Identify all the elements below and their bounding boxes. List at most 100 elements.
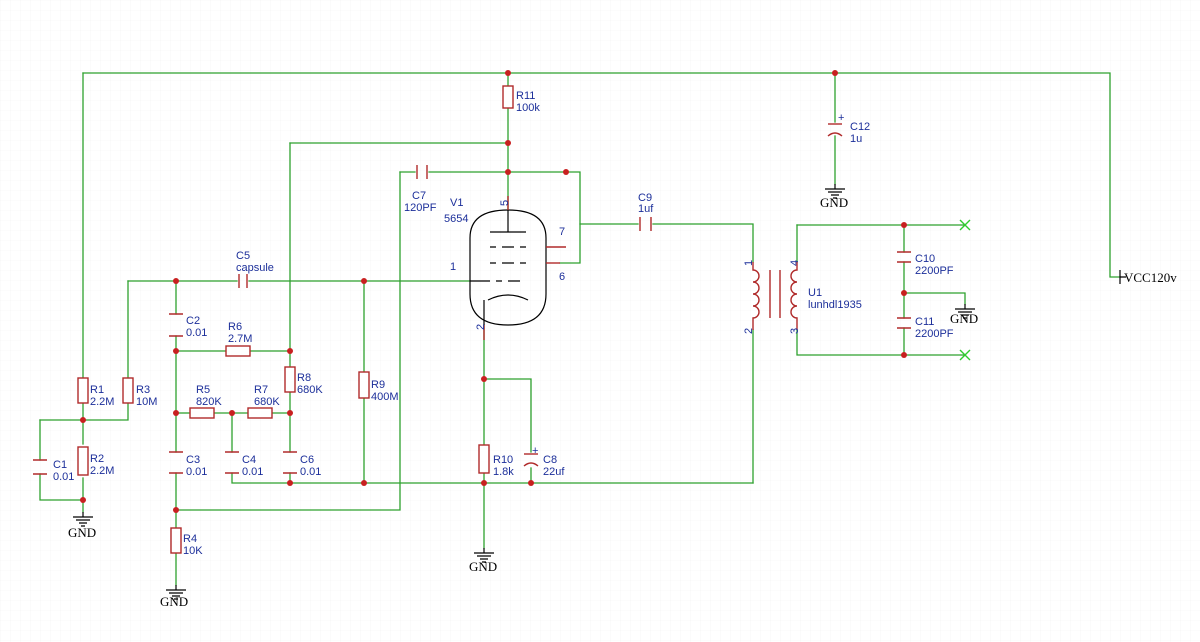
capacitor-c1[interactable]: C1 0.01: [33, 459, 74, 483]
resistor-r3[interactable]: R3 10M: [122, 377, 157, 408]
u1-pin-2: 2: [743, 328, 755, 334]
label-r6-value: 2.7M: [228, 333, 252, 345]
ground-label-2: GND: [160, 594, 188, 609]
label-r1-value: 2.2M: [90, 396, 114, 408]
v1-pin-7: 7: [559, 226, 565, 238]
label-v1-ref: V1: [450, 197, 463, 209]
label-v1-value: 5654: [444, 213, 468, 225]
resistor-r7[interactable]: R7 680K: [247, 384, 280, 419]
capacitor-c12[interactable]: + C12 1u: [827, 112, 870, 145]
wires: [39, 72, 1121, 586]
label-r4-ref: R4: [183, 533, 197, 545]
label-r2-ref: R2: [90, 453, 104, 465]
vcc-port: VCC120v: [1119, 270, 1177, 285]
label-c4-value: 0.01: [242, 466, 263, 478]
label-c3-ref: C3: [186, 454, 200, 466]
ground-symbol-5: GND: [950, 304, 978, 326]
label-c12-value: 1u: [850, 133, 862, 145]
resistor-r9[interactable]: R9 400M: [358, 371, 399, 403]
capacitor-c9[interactable]: C9 1uf: [638, 192, 654, 231]
label-c7-ref: C7: [412, 190, 426, 202]
label-r8-ref: R8: [297, 372, 311, 384]
capacitor-c2[interactable]: C2 0.01: [169, 313, 207, 339]
v1-pin-2: 2: [475, 324, 487, 330]
label-c1-value: 0.01: [53, 471, 74, 483]
capacitor-c10[interactable]: C10 2200PF: [897, 251, 954, 277]
label-r9-ref: R9: [371, 379, 385, 391]
label-r3-value: 10M: [136, 396, 157, 408]
vacuum-tube-v1[interactable]: 5 7 6 1 2 V1 5654: [444, 196, 566, 340]
resistor-r10[interactable]: R10 1.8k: [478, 444, 514, 478]
label-c11-ref: C11: [915, 316, 934, 328]
u1-pin-1: 1: [743, 260, 755, 266]
label-r1-ref: R1: [90, 384, 104, 396]
transformer-u1[interactable]: 1 2 3 4 U1 lunhdl1935: [743, 260, 862, 334]
label-c5-ref: C5: [236, 250, 250, 262]
resistor-r11[interactable]: R11 100k: [502, 85, 540, 114]
ground-label-5: GND: [950, 311, 978, 326]
label-r5-ref: R5: [196, 384, 210, 396]
label-r7-ref: R7: [254, 384, 268, 396]
ground-label-4: GND: [820, 195, 848, 210]
capacitor-c4[interactable]: C4 0.01: [225, 451, 263, 478]
label-c12-ref: C12: [850, 121, 870, 133]
capacitor-c3[interactable]: C3 0.01: [169, 451, 207, 478]
label-c5-value: capsule: [236, 262, 274, 274]
ground-symbol-1: GND: [68, 512, 96, 540]
capacitor-c7[interactable]: C7 120PF: [404, 165, 437, 214]
label-c8-ref: C8: [543, 454, 557, 466]
label-c2-value: 0.01: [186, 327, 207, 339]
c12-polarity-mark: +: [838, 112, 844, 124]
label-c3-value: 0.01: [186, 466, 207, 478]
label-r10-ref: R10: [493, 454, 513, 466]
vcc-label: VCC120v: [1124, 270, 1177, 285]
capacitor-c5[interactable]: C5 capsule: [236, 250, 274, 288]
label-r5-value: 820K: [196, 396, 222, 408]
label-r11-value: 100k: [516, 102, 540, 114]
label-c8-value: 22uf: [543, 466, 565, 478]
v1-pin-6: 6: [559, 271, 565, 283]
resistor-r2[interactable]: R2 2.2M: [77, 446, 114, 477]
ground-symbol-4: GND: [820, 184, 848, 210]
resistor-r1[interactable]: R1 2.2M: [77, 377, 114, 408]
label-r9-value: 400M: [371, 391, 399, 403]
label-u1-value: lunhdl1935: [808, 299, 862, 311]
label-r10-value: 1.8k: [493, 466, 514, 478]
ground-symbol-3: GND: [469, 548, 497, 574]
label-c9-ref: C9: [638, 192, 652, 204]
label-c10-ref: C10: [915, 253, 935, 265]
capacitor-c8[interactable]: + C8 22uf: [523, 445, 565, 478]
resistor-r8[interactable]: R8 680K: [284, 366, 323, 396]
label-r4-value: 10K: [183, 545, 203, 557]
label-c9-value: 1uf: [638, 203, 654, 215]
capacitor-c11[interactable]: C11 2200PF: [897, 316, 954, 340]
resistor-r5[interactable]: R5 820K: [189, 384, 222, 419]
c8-polarity-mark: +: [532, 445, 538, 457]
label-r3-ref: R3: [136, 384, 150, 396]
label-r11-ref: R11: [516, 90, 535, 102]
label-c10-value: 2200PF: [915, 265, 954, 277]
label-r8-value: 680K: [297, 384, 323, 396]
capacitor-c6[interactable]: C6 0.01: [283, 451, 321, 478]
label-c2-ref: C2: [186, 315, 200, 327]
u1-pin-4: 4: [789, 260, 801, 266]
resistor-r4[interactable]: R4 10K: [170, 527, 203, 557]
resistor-r6[interactable]: R6 2.7M: [225, 321, 252, 357]
v1-pin-1: 1: [450, 261, 456, 273]
label-c11-value: 2200PF: [915, 328, 954, 340]
junction-dots: [80, 70, 907, 513]
label-c7-value: 120PF: [404, 202, 437, 214]
ground-symbol-2: GND: [160, 585, 188, 609]
label-c6-ref: C6: [300, 454, 314, 466]
label-c6-value: 0.01: [300, 466, 321, 478]
ground-label-3: GND: [469, 559, 497, 574]
no-connect-marks: [959, 219, 971, 361]
ground-label-1: GND: [68, 525, 96, 540]
u1-pin-3: 3: [789, 328, 801, 334]
label-c4-ref: C4: [242, 454, 256, 466]
label-c1-ref: C1: [53, 459, 67, 471]
label-r2-value: 2.2M: [90, 465, 114, 477]
label-u1-ref: U1: [808, 287, 822, 299]
